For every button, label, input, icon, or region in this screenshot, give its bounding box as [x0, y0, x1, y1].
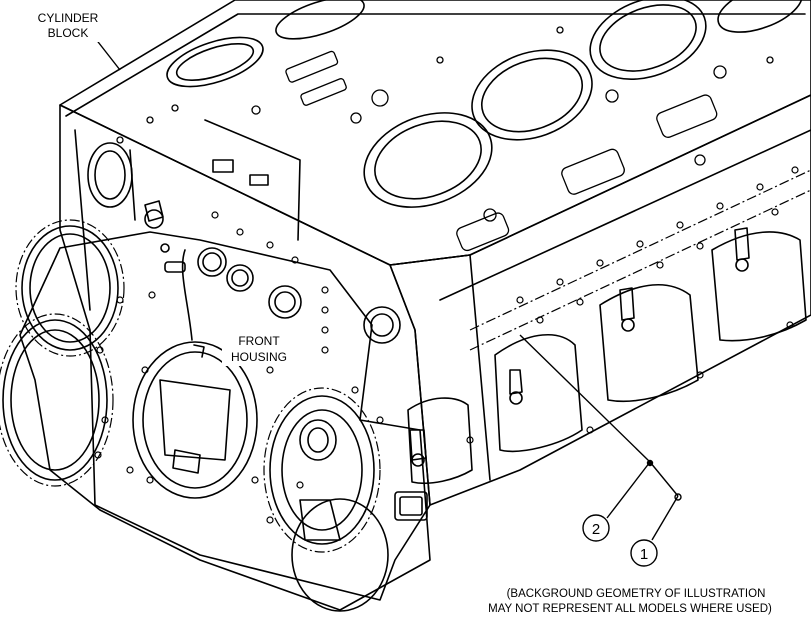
callout-1-number: 1 [640, 546, 648, 563]
block-label-line2: BLOCK [48, 26, 89, 40]
cylinder-block-deck [59, 0, 811, 266]
label-cylinder-block: CYLINDER BLOCK [28, 8, 116, 42]
illustration-note: (BACKGROUND GEOMETRY OF ILLUSTRATION MAY… [488, 588, 772, 615]
cylinder-block-front [59, 104, 431, 601]
front-label-line1: FRONT [238, 334, 280, 348]
callout-1: 1 [630, 539, 658, 567]
cylinder-block-side [363, 94, 811, 506]
note-line1: (BACKGROUND GEOMETRY OF ILLUSTRATION [507, 588, 766, 600]
note-line2: MAY NOT REPRESENT ALL MODELS WHERE USED) [488, 603, 772, 615]
cylinder-label-line1: CYLINDER [38, 11, 99, 25]
front-bolt-holes [94, 211, 384, 524]
cylinder-bores [166, 0, 803, 208]
front-housing [2, 225, 431, 612]
deck-features [116, 26, 774, 252]
housing-label-line2: HOUSING [231, 350, 287, 364]
callout-2-number: 2 [592, 521, 600, 538]
leader-lines [94, 37, 682, 541]
callout-2: 2 [582, 514, 610, 542]
label-front-housing: FRONT HOUSING [222, 330, 298, 366]
hidden-line-outlines [0, 169, 811, 553]
